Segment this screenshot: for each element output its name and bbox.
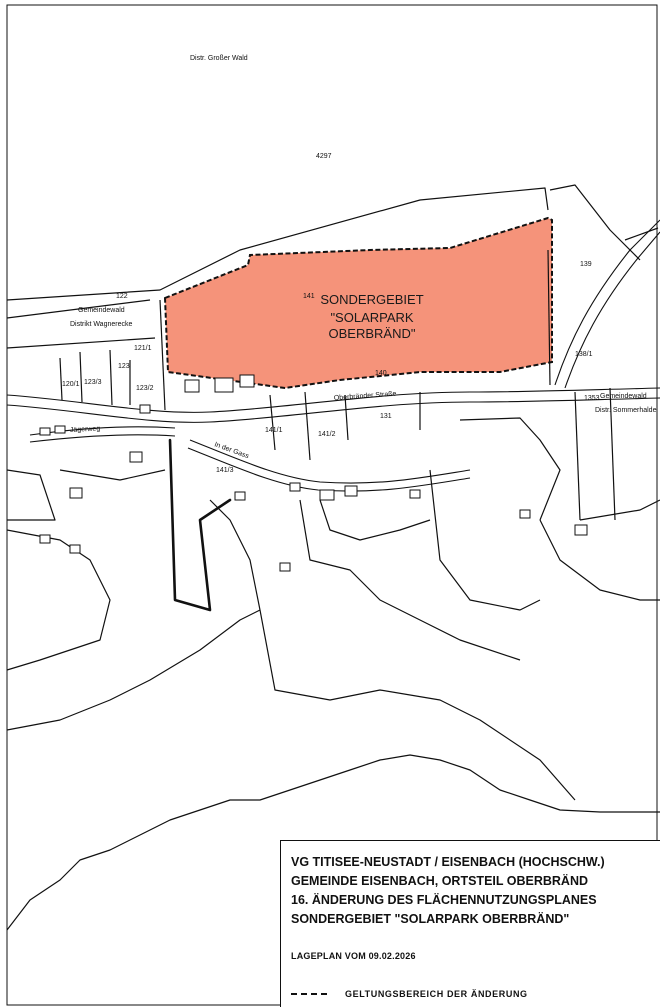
building	[54, 425, 66, 434]
label-parcel-123-2: 123/2	[136, 385, 154, 392]
label-parcel-139: 139	[580, 261, 592, 268]
road-north-east-edge	[564, 231, 660, 389]
label-parcel-123: 123	[118, 363, 130, 370]
label-street-in-der-gass: In der Gass	[213, 441, 250, 460]
label-parcel-141-1: 141/1	[265, 427, 283, 434]
label-parcel-121-1: 121/1	[134, 345, 152, 352]
parcel-line	[304, 391, 311, 461]
title-line-4: SONDERGEBIET "SOLARPARK OBERBRÄND"	[291, 912, 570, 926]
parcel-line	[549, 184, 641, 261]
parcel-line	[539, 519, 660, 601]
building	[184, 379, 200, 393]
label-parcel-4297: 4297	[316, 153, 332, 160]
solar-park-zone	[163, 216, 553, 390]
forest-boundary-line	[6, 187, 549, 301]
parcel-line	[6, 529, 111, 671]
plan-date: LAGEPLAN VOM 09.02.2026	[291, 951, 416, 961]
building	[69, 487, 83, 499]
parcel-line	[79, 351, 83, 403]
parcel-line	[319, 499, 431, 541]
label-gemeindewald-right: Gemeindewald	[600, 393, 647, 400]
building	[409, 489, 421, 499]
parcel-line	[299, 499, 521, 661]
road-in-der-gass	[189, 439, 471, 484]
parcel-line	[579, 499, 660, 521]
label-street-oberbraender: Oberbränder Straße	[334, 391, 397, 402]
building	[574, 524, 588, 536]
road-in-der-gass-edge	[187, 447, 471, 492]
label-parcel-123-3: 123/3	[84, 379, 102, 386]
building	[214, 377, 234, 393]
parcel-line	[59, 469, 166, 481]
building	[139, 404, 151, 414]
parcel-line	[574, 391, 581, 521]
building	[69, 544, 81, 554]
building	[129, 451, 143, 463]
parcel-line	[429, 469, 541, 611]
title-block: VG TITISEE-NEUSTADT / EISENBACH (HOCHSCH…	[280, 840, 660, 1007]
parcel-line	[609, 387, 616, 521]
parcel-boundary	[168, 438, 232, 612]
parcel-line	[109, 349, 113, 406]
zone-label-line-3: OBERBRÄND"	[329, 326, 416, 341]
road-north-east	[554, 219, 660, 386]
building	[519, 509, 531, 519]
building	[279, 562, 291, 572]
parcel-line	[209, 499, 261, 611]
road-jaegerweg-edge	[29, 434, 176, 443]
label-street-jaegerweg: Jägerweg	[70, 425, 101, 434]
title-line-3: 16. ÄNDERUNG DES FLÄCHENNUTZUNGSPLANES	[291, 893, 597, 907]
parcel-line	[344, 394, 349, 441]
zone-label-line-1: SONDERGEBIET	[320, 292, 423, 307]
parcel-line	[259, 609, 576, 801]
parcel-line	[159, 299, 166, 411]
label-parcel-1353: 1353	[584, 395, 600, 402]
parcel-line	[6, 469, 56, 521]
label-parcel-122: 122	[116, 293, 128, 300]
road-oberbraender-strasse	[6, 387, 660, 413]
zone-label-line-2: "SOLARPARK	[330, 310, 413, 325]
label-parcel-138-1: 138/1	[575, 351, 593, 358]
building	[39, 427, 51, 436]
label-gemeindewald-left: Gemeindewald	[78, 307, 125, 314]
title-line-1: VG TITISEE-NEUSTADT / EISENBACH (HOCHSCH…	[291, 855, 605, 869]
label-distrikt-wagnerecke: Distrikt Wagnerecke	[70, 321, 132, 328]
legend-row: GELTUNGSBEREICH DER ÄNDERUNG	[291, 989, 652, 999]
building	[289, 482, 301, 492]
legend-label: GELTUNGSBEREICH DER ÄNDERUNG	[345, 989, 528, 999]
parcel-line	[6, 299, 151, 319]
road-oberbraender-strasse-edge	[6, 397, 660, 423]
label-parcel-140: 140	[375, 370, 387, 377]
building	[319, 489, 335, 501]
parcel-line	[6, 337, 156, 349]
label-parcel-141-2: 141/2	[318, 431, 336, 438]
parcel-line	[269, 394, 276, 451]
parcel-line	[624, 227, 659, 241]
parcel-line	[59, 357, 63, 401]
parcel-line	[459, 417, 561, 521]
legend-dashed-line-icon	[291, 993, 327, 995]
building	[234, 491, 246, 501]
building	[344, 485, 358, 497]
building	[39, 534, 51, 544]
label-parcel-141: 141	[303, 293, 315, 300]
parcel-line	[547, 249, 551, 386]
label-parcel-120-1: 120/1	[62, 381, 80, 388]
road-jaegerweg	[29, 426, 176, 436]
forest-edge-line	[6, 754, 660, 931]
label-distr-sommerhalde: Distr. Sommerhalde	[595, 407, 657, 414]
parcel-line	[6, 609, 261, 731]
building	[239, 374, 255, 388]
label-forest-district: Distr. Großer Wald	[190, 55, 248, 62]
label-parcel-131: 131	[380, 413, 392, 420]
title-line-2: GEMEINDE EISENBACH, ORTSTEIL OBERBRÄND	[291, 874, 589, 888]
label-parcel-141-3: 141/3	[216, 467, 234, 474]
